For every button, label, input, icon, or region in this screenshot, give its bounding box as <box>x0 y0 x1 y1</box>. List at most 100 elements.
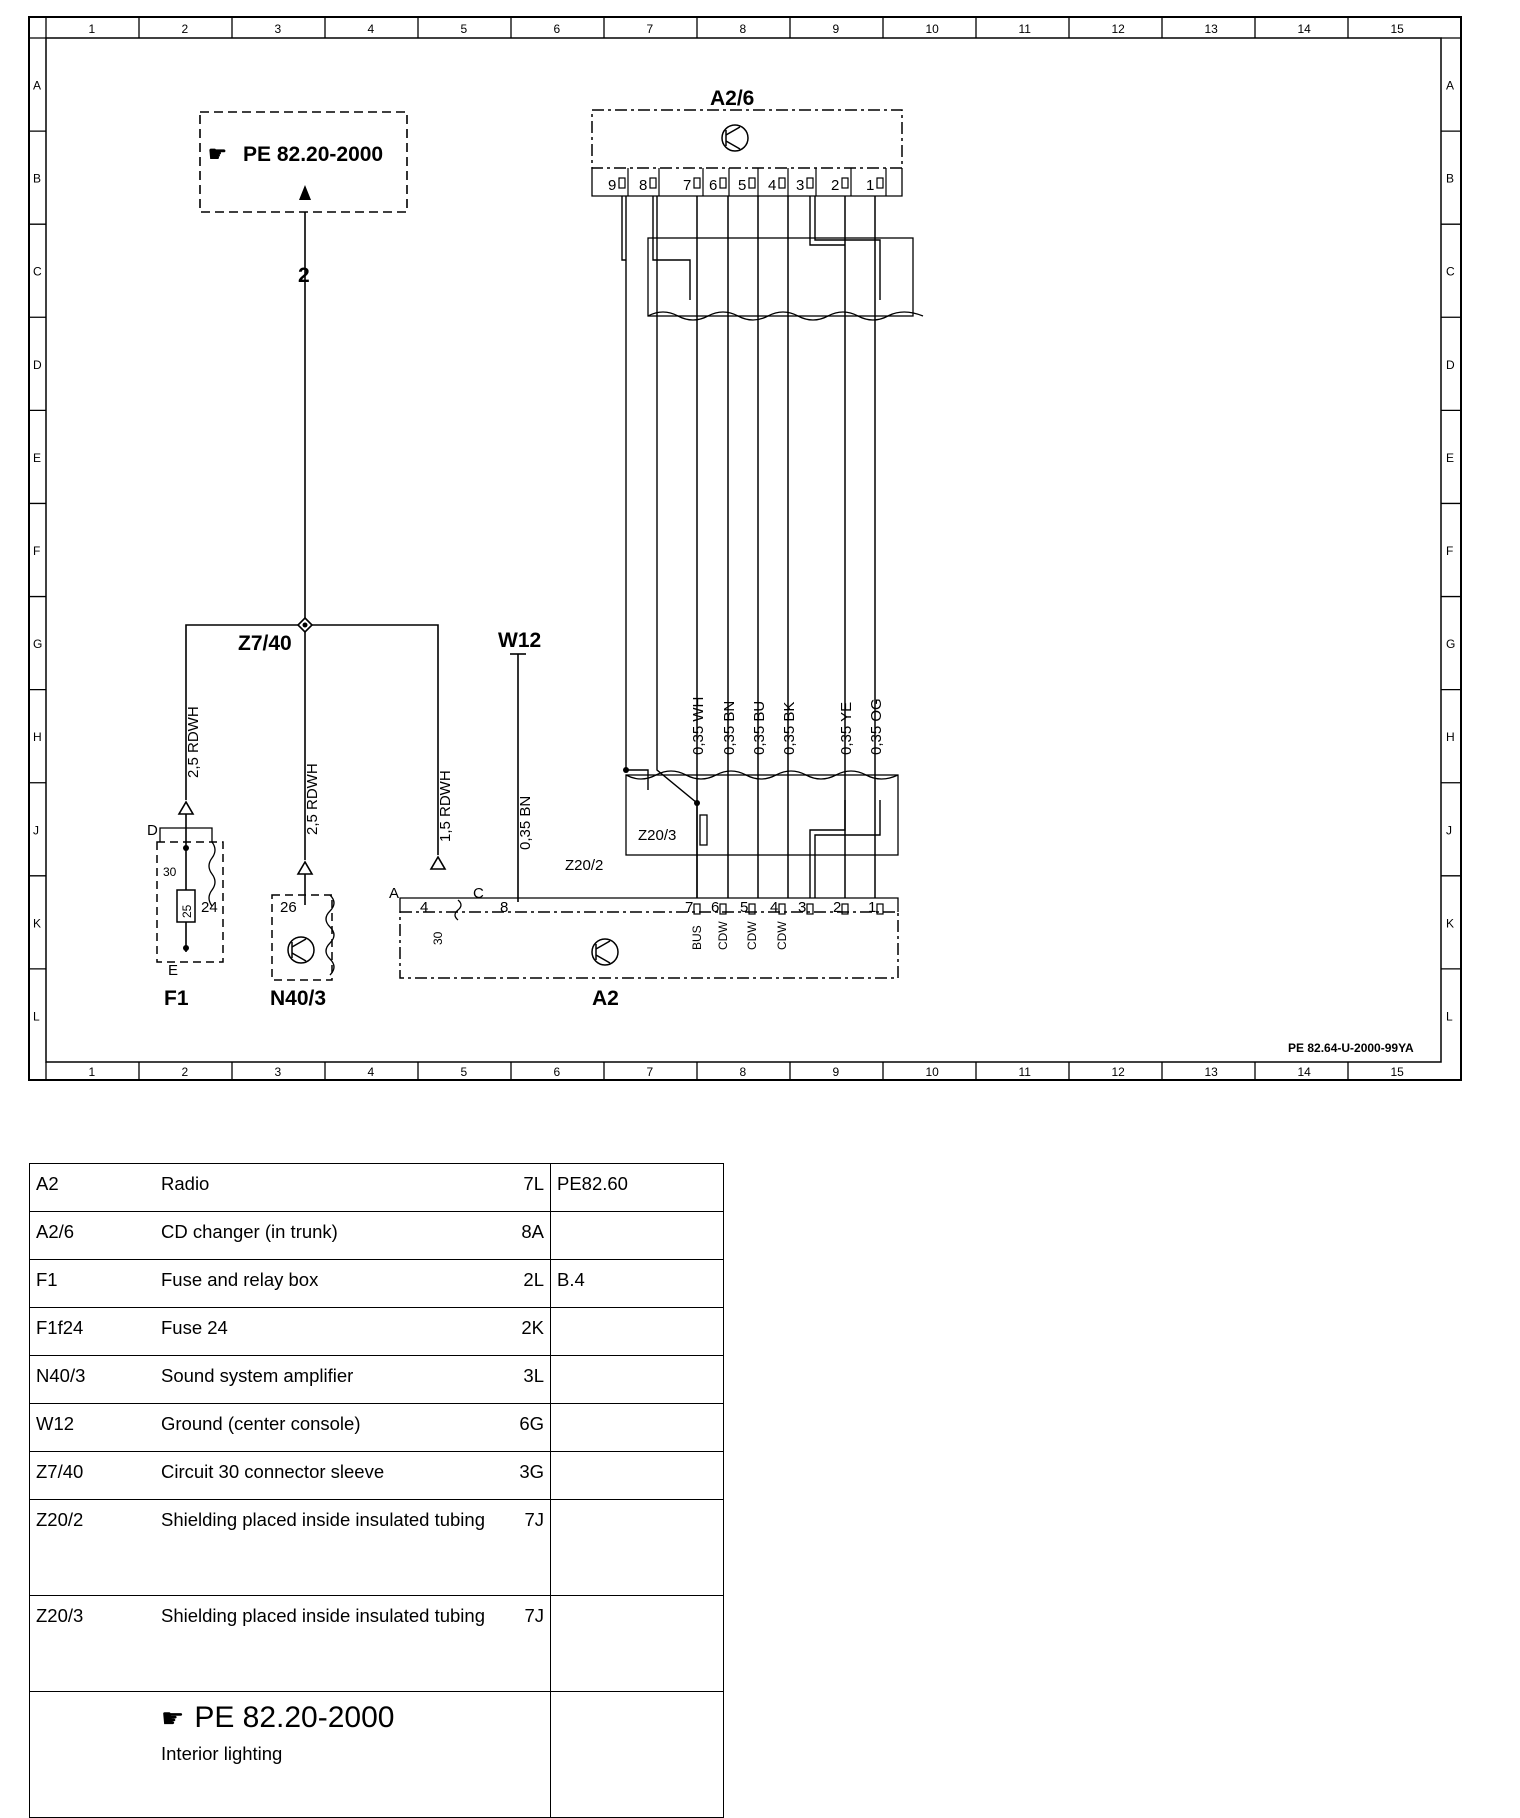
radio-pin-7: 7 <box>685 899 693 916</box>
grid-row-G: G <box>1446 637 1455 651</box>
fuse-node-e: E <box>168 962 178 979</box>
grid-col-6: 6 <box>554 22 561 36</box>
cd-pin-9: 9 <box>608 177 616 194</box>
cd-pin-5: 5 <box>738 177 746 194</box>
radio-pin-8: 8 <box>500 899 508 916</box>
cd-wire-label-1: 0,35 WH <box>690 697 707 755</box>
legend-code: W12 <box>29 1403 155 1452</box>
legend-footer-ref: PE 82.20-2000 <box>194 1701 395 1734</box>
cd-wire-label-2: 0,35 BN <box>721 701 738 755</box>
grid-row-H: H <box>1446 730 1455 744</box>
cd-pin-6: 6 <box>709 177 717 194</box>
cd-wire-label-3: 0,35 BU <box>751 701 768 755</box>
grid-col-7: 7 <box>647 22 654 36</box>
legend-code: Z20/3 <box>29 1595 155 1692</box>
grid-col-3: 3 <box>275 22 282 36</box>
legend-loc: 2L <box>498 1259 551 1308</box>
radio-pin-4: 4 <box>770 899 778 916</box>
drawing-number: PE 82.64-U-2000-99YA <box>1288 1041 1414 1055</box>
n40-3-amplifier <box>271 894 333 981</box>
grid-col-10: 10 <box>926 22 940 36</box>
shield-tube-lower <box>625 774 899 856</box>
grid-row-A: A <box>33 79 41 93</box>
reference-box <box>199 111 408 213</box>
grid-row-D: D <box>33 358 42 372</box>
wire-label-ground: 0,35 BN <box>517 796 534 850</box>
legend-code: Z20/2 <box>29 1499 155 1596</box>
radio-pin-3: 3 <box>798 899 806 916</box>
grid-col-2: 2 <box>182 1065 189 1079</box>
grid-col-6: 6 <box>554 1065 561 1079</box>
amplifier-transistor-icon <box>287 936 315 964</box>
legend-ref <box>550 1355 724 1404</box>
grid-row-E: E <box>33 451 41 465</box>
legend-ref: PE82.60 <box>550 1163 724 1212</box>
legend-loc: 3G <box>498 1451 551 1500</box>
legend-code: A2/6 <box>29 1211 155 1260</box>
grid-row-E: E <box>1446 451 1454 465</box>
cd-wire-label-6: 0,35 OG <box>868 698 885 755</box>
grid-row-A: A <box>1446 79 1454 93</box>
grid-row-C: C <box>33 265 42 279</box>
radio-pin-4: 4 <box>420 899 428 916</box>
legend-ref <box>550 1211 724 1260</box>
grid-col-10: 10 <box>926 1065 940 1079</box>
a2-radio <box>399 911 899 979</box>
grid-row-L: L <box>1446 1009 1453 1023</box>
legend-footer-desc: Interior lighting <box>161 1743 283 1764</box>
reference-box-text: PE 82.20-2000 <box>243 143 383 166</box>
cd-pin-2: 2 <box>831 177 839 194</box>
grid-col-11: 11 <box>1019 22 1032 36</box>
grid-row-G: G <box>33 637 42 651</box>
z7-40-label: Z7/40 <box>238 632 292 655</box>
legend-ref <box>550 1499 724 1596</box>
grid-col-11: 11 <box>1019 1065 1032 1079</box>
grid-row-F: F <box>33 544 40 558</box>
legend-loc: 7J <box>498 1499 551 1596</box>
legend-code: F1f24 <box>29 1307 155 1356</box>
grid-row-D: D <box>1446 358 1455 372</box>
legend-desc: Sound system amplifier <box>155 1355 498 1404</box>
arrow-label: 2 <box>298 264 310 287</box>
fuse-pin-25: 25 <box>180 904 194 918</box>
f1-label: F1 <box>164 987 189 1010</box>
grid-col-13: 13 <box>1205 1065 1219 1079</box>
legend-code: Z7/40 <box>29 1451 155 1500</box>
cd-pin-4: 4 <box>768 177 776 194</box>
reference-hand-icon: ☛ <box>161 1703 185 1733</box>
legend-ref <box>550 1595 724 1692</box>
legend-code: A2 <box>29 1163 155 1212</box>
wire-label-amp-feed: 2,5 RDWH <box>304 763 321 835</box>
wire-label-f1-feed: 2,5 RDWH <box>185 706 202 778</box>
legend-ref <box>550 1307 724 1356</box>
inner-frame <box>45 37 1442 1063</box>
legend-desc: Fuse 24 <box>155 1307 498 1356</box>
radio-pin-2: 2 <box>833 899 841 916</box>
cd-wires <box>621 196 881 898</box>
cd-pin-7: 7 <box>683 177 691 194</box>
legend-ref <box>550 1451 724 1500</box>
z20-2-label: Z20/2 <box>565 857 603 874</box>
w12-label: W12 <box>498 629 541 652</box>
grid-col-3: 3 <box>275 1065 282 1079</box>
grid-row-B: B <box>33 172 41 186</box>
grid-row-H: H <box>33 730 42 744</box>
cd-pin-8: 8 <box>639 177 647 194</box>
cd-wire-label-5: 0,35 YE <box>838 702 855 755</box>
outer-frame <box>28 16 1462 1081</box>
grid-row-J: J <box>33 823 39 837</box>
z20-3-label: Z20/3 <box>638 827 676 844</box>
f1-fuse-box <box>156 841 224 963</box>
grid-col-9: 9 <box>833 1065 840 1079</box>
arrow-up-icon <box>299 185 311 200</box>
